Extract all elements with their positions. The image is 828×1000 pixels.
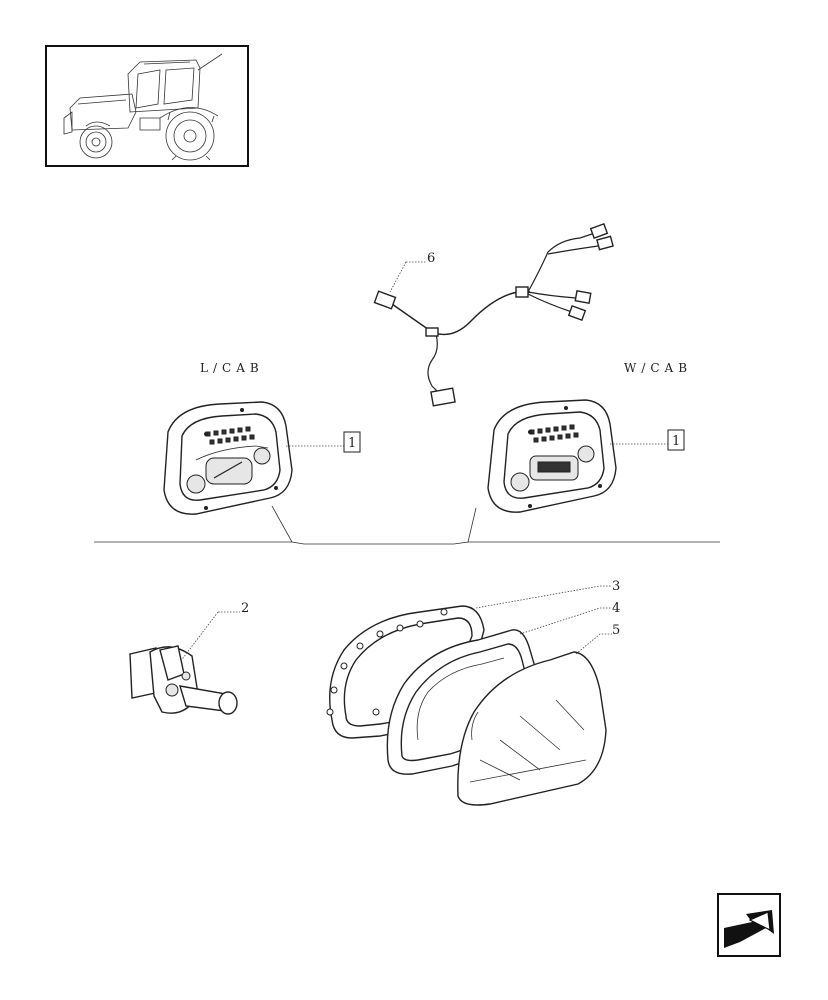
next-page-button[interactable] — [717, 893, 781, 957]
ref-label-right: 1 — [672, 434, 680, 449]
label-lcab: L/CAB — [200, 361, 264, 375]
seal-frame-4 — [386, 629, 541, 775]
gasket-frame-3 — [326, 605, 485, 739]
leader-6 — [389, 261, 426, 293]
lens-cover-5 — [457, 651, 607, 806]
tractor-thumbnail — [45, 45, 249, 167]
leader-2 — [179, 611, 240, 663]
next-page-arrow-icon — [724, 910, 774, 948]
part-label-6: 6 — [427, 251, 435, 266]
ref-label-left: 1 — [348, 436, 356, 451]
instrument-cluster-lcab — [163, 401, 293, 515]
label-wcab: W/CAB — [624, 361, 692, 375]
part-label-5: 5 — [612, 623, 620, 638]
leader-4 — [519, 607, 612, 635]
tractor-icon — [63, 53, 223, 161]
part-label-3: 3 — [612, 579, 620, 594]
leader-3 — [475, 585, 612, 609]
group-separator — [94, 505, 720, 545]
ref-box-left — [343, 431, 361, 453]
part-label-2: 2 — [241, 601, 249, 616]
instrument-cluster-wcab — [487, 399, 617, 513]
connector-2 — [129, 645, 238, 715]
ref-box-right — [667, 429, 685, 451]
part-label-4: 4 — [612, 601, 620, 616]
wiring-harness-6 — [373, 223, 614, 407]
leader-5 — [575, 633, 612, 655]
